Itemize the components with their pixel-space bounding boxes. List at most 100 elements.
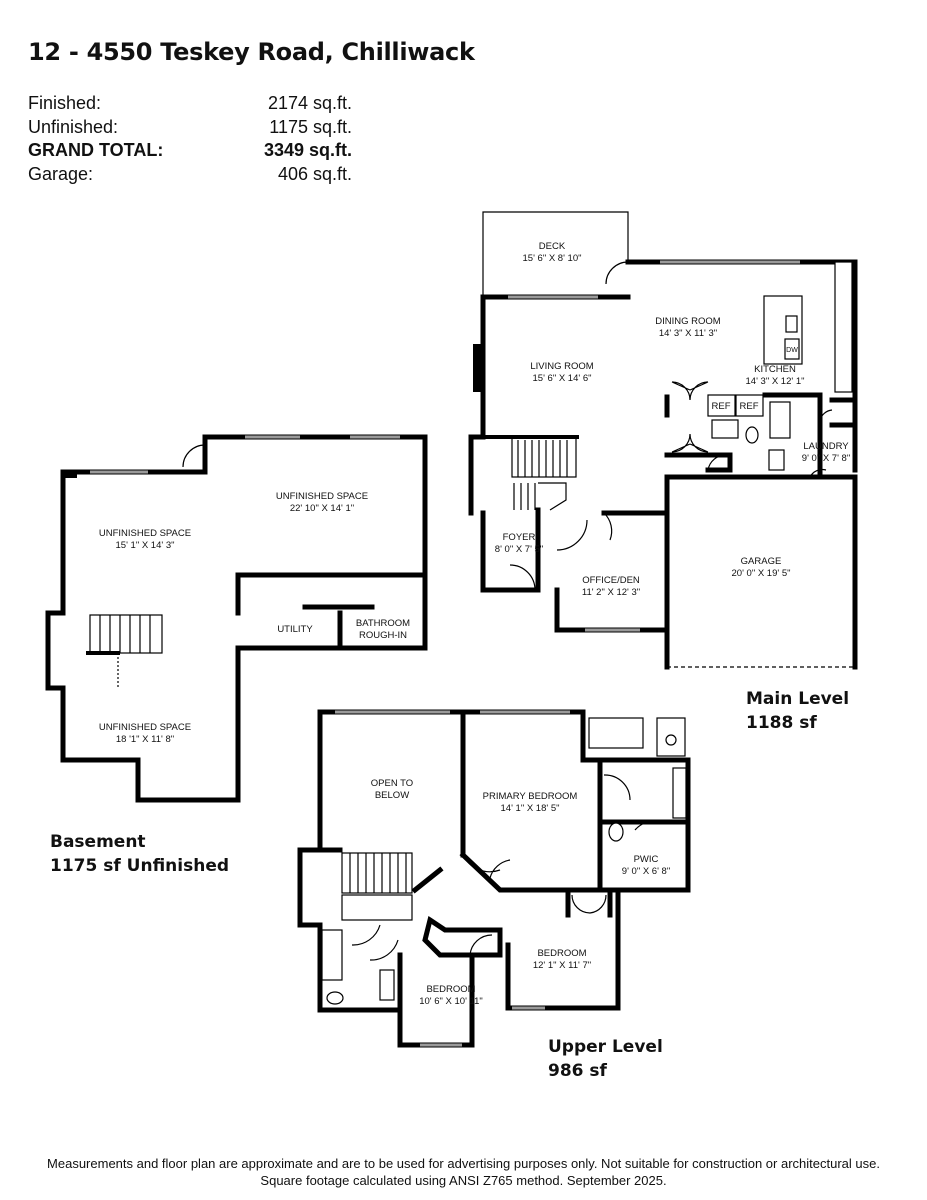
deck-outline (482, 211, 629, 297)
room-name: PWIC (634, 854, 659, 865)
room-dimensions: 15' 6" X 14' 6" (533, 373, 592, 384)
room-name: BATHROOM (356, 618, 410, 629)
disclaimer-line: Square footage calculated using ANSI Z76… (260, 1173, 667, 1188)
basement-level-label: Basement 1175 sf Unfinished (50, 830, 229, 878)
door-swing (571, 894, 607, 914)
room-dimensions: 8' 0" X 7' 5" (495, 544, 543, 555)
room-name: KITCHEN (754, 364, 796, 375)
door-swing (469, 934, 493, 956)
room-name: OFFICE/DEN (582, 575, 640, 586)
door-swing (605, 261, 629, 285)
laundry-wall (829, 397, 858, 428)
level-area: 1188 sf (746, 713, 817, 733)
main-level-label: Main Level 1188 sf (746, 687, 849, 735)
bathtub-icon (588, 717, 644, 749)
basement-wall (302, 604, 375, 651)
fridge-label: REF (712, 401, 731, 412)
upper-stairs-icon (341, 852, 413, 921)
upper-wall (459, 851, 621, 893)
basement-wall (45, 434, 428, 803)
floor-plan-drawing: DW REF REF DECK 15' 6" X 8' 10" DINING R… (45, 211, 858, 1048)
room-name: LIVING ROOM (530, 361, 593, 372)
toilet-icon (745, 426, 759, 444)
vanity-icon (379, 969, 395, 1001)
room-name: PRIMARY BEDROOM (483, 791, 578, 802)
room-dimensions: 14' 1" X 18' 5" (501, 803, 560, 814)
area-row-grand-total: GRAND TOTAL: 3349 sq.ft. (28, 139, 352, 163)
room-name: DINING ROOM (655, 316, 721, 327)
washer-dryer-icon (769, 401, 791, 439)
disclaimer: Measurements and floor plan are approxim… (0, 1155, 927, 1189)
room-dimensions: 12' 1" X 11' 7" (533, 960, 591, 971)
vanity-icon (672, 767, 687, 819)
room-name: BELOW (375, 790, 409, 801)
area-row-finished: Finished: 2174 sq.ft. (28, 92, 352, 116)
area-value: 3349 sq.ft. (263, 140, 352, 160)
dishwasher-label: DW (786, 347, 798, 354)
dishwasher-icon (784, 338, 800, 360)
shower-icon (321, 929, 343, 981)
room-dimensions: 11' 2" X 12' 3" (582, 587, 640, 598)
door-swing (462, 854, 511, 879)
door-swing (351, 924, 399, 961)
page-title: 12 - 4550 Teskey Road, Chilliwack (28, 38, 475, 66)
area-label: Garage: (28, 163, 94, 184)
area-label: Finished: (28, 93, 102, 113)
door-swing (182, 444, 206, 468)
wall-corner (63, 472, 77, 478)
area-row-unfinished: Unfinished: 1175 sq.ft. (28, 116, 352, 140)
main-stairs-icon (469, 435, 579, 511)
fridge-icon (735, 394, 764, 417)
fridge-label: REF (740, 401, 759, 412)
room-dimensions: 18 '1" X 11' 8" (116, 734, 174, 745)
room-name: GARAGE (741, 556, 782, 567)
room-name: LAUNDRY (803, 441, 849, 452)
door-swing (707, 454, 727, 471)
level-name: Basement (50, 832, 146, 852)
room-dimensions: 10' 6" X 10' 11" (419, 996, 483, 1007)
door-swing (556, 512, 613, 551)
room-name: UTILITY (277, 624, 313, 635)
ensuite-wall (597, 757, 691, 893)
laundry-sink-icon (768, 449, 785, 471)
room-dimensions: 9' 0" X 7' 8" (802, 453, 850, 464)
room-dimensions: 9' 0" X 6' 8" (622, 866, 670, 877)
closet-wall (565, 887, 613, 918)
room-dimensions: 15' 6" X 8' 10" (523, 253, 582, 264)
toilet-icon (326, 991, 344, 1005)
door-swing (603, 774, 661, 831)
door-swing (671, 381, 709, 401)
room-name: ROUGH-IN (359, 630, 407, 641)
area-label: GRAND TOTAL: (28, 140, 164, 160)
fireplace-icon (473, 344, 484, 392)
area-value: 1175 sq.ft. (269, 116, 352, 137)
door-swing (809, 409, 833, 478)
room-dimensions: 14' 3" X 11' 3" (659, 328, 717, 339)
powder-wall (664, 452, 733, 473)
kitchen-counter (834, 261, 853, 393)
drain-icon (665, 734, 677, 746)
closet-wall (422, 915, 503, 958)
foyer-wall (480, 507, 541, 593)
door-swing (509, 564, 536, 591)
toilet-icon (608, 822, 624, 842)
garage-wall (664, 474, 858, 670)
level-area: 986 sf (548, 1061, 607, 1081)
room-name: BEDROOM (426, 984, 475, 995)
room-dimensions: 14' 3" X 12' 1" (746, 376, 805, 387)
level-name: Main Level (746, 689, 850, 709)
upper-wall (397, 866, 444, 1013)
room-name: UNFINISHED SPACE (99, 528, 191, 539)
door-swing (671, 433, 709, 453)
vanity-icon (711, 419, 739, 439)
fridge-icon (707, 394, 736, 417)
living-west-wall (468, 294, 631, 516)
room-name: OPEN TO (371, 778, 413, 789)
room-name: UNFINISHED SPACE (276, 491, 368, 502)
room-name: UNFINISHED SPACE (99, 722, 191, 733)
disclaimer-line: Measurements and floor plan are approxim… (47, 1156, 880, 1171)
basement-wall (202, 434, 428, 616)
room-dimensions: 15' 1" X 14' 3" (116, 540, 175, 551)
laundry-wall (762, 392, 823, 480)
basement-plan: UNFINISHED SPACE 22' 10" X 14' 1" UNFINI… (45, 434, 428, 803)
